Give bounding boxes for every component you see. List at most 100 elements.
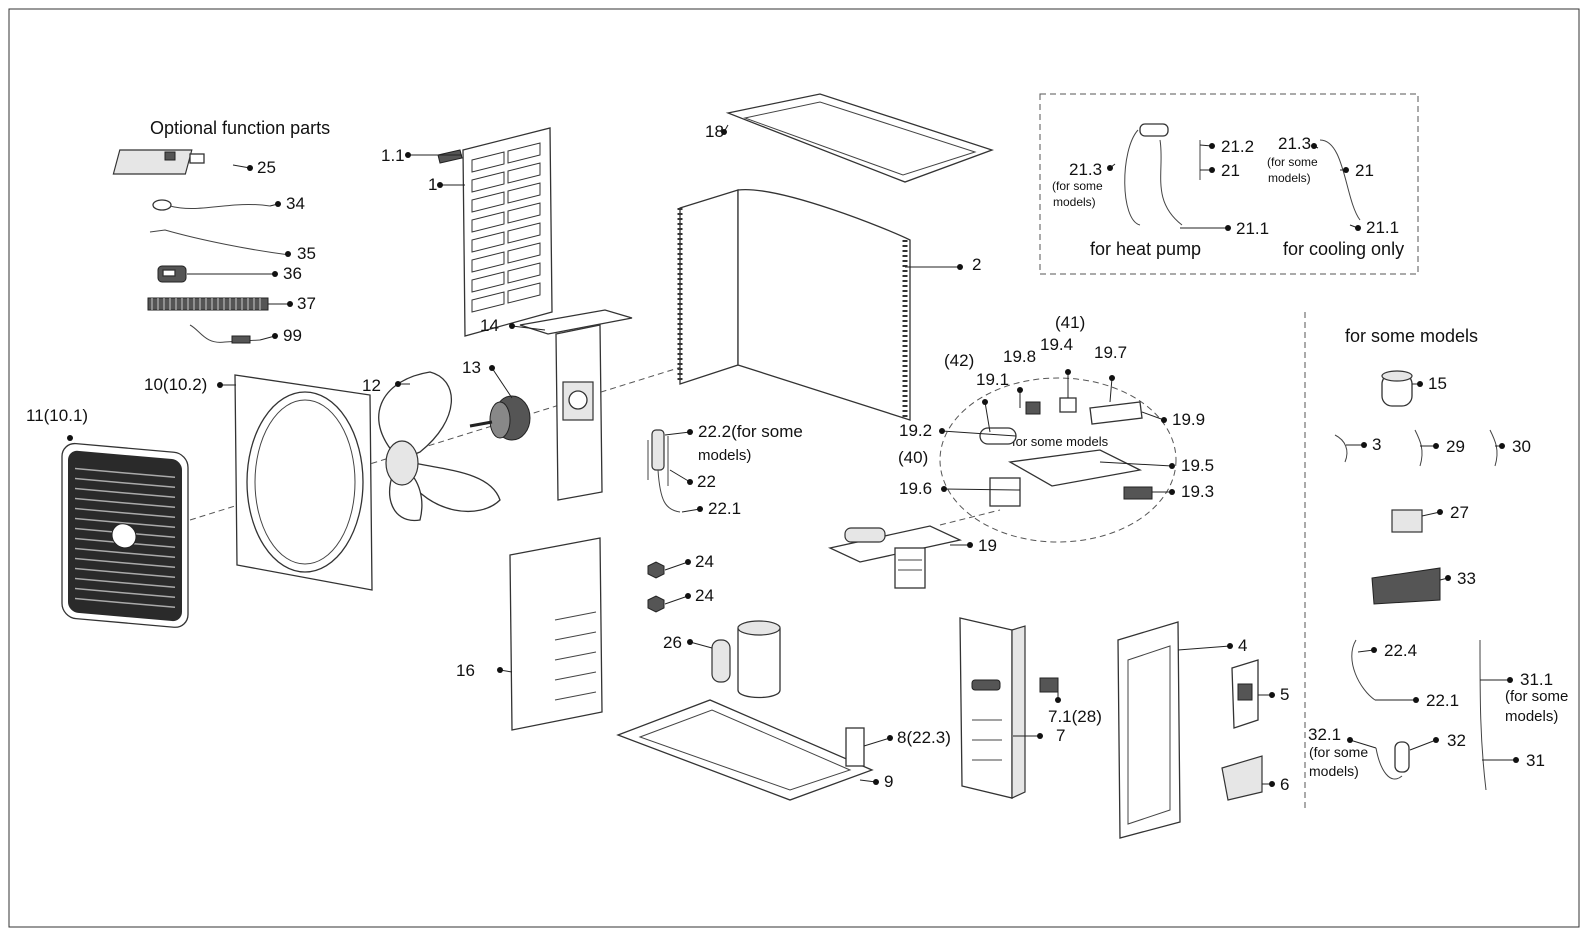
label-hp-21-1: 21.1	[1236, 219, 1269, 238]
heater-wire-part	[149, 229, 291, 256]
label-22-4: 22.4	[1384, 641, 1417, 660]
leader-dot	[1433, 443, 1439, 449]
leader-dot	[272, 271, 278, 277]
optional-parts-heading: Optional function parts	[150, 118, 330, 138]
label-31-1-a: (for some	[1505, 688, 1568, 705]
leader-dot	[687, 639, 693, 645]
leader-dot	[437, 182, 443, 188]
label-11: 11(10.1)	[26, 406, 88, 425]
label-29: 29	[1446, 437, 1465, 456]
label-32-1-b: models)	[1309, 763, 1359, 779]
leader-dot	[1017, 387, 1023, 393]
label-19-2: 19.2	[899, 421, 932, 440]
leader-dot	[1417, 381, 1423, 387]
label-22: 22	[697, 472, 716, 491]
motor-icon	[469, 395, 531, 441]
label-19-7: 19.7	[1094, 343, 1127, 362]
label-1-1: 1.1	[381, 146, 405, 165]
label-4: 4	[1238, 636, 1247, 655]
cooling-only-heading: for cooling only	[1283, 239, 1404, 259]
leader-line	[1109, 377, 1113, 403]
leader-dot	[721, 129, 727, 135]
leader-line	[491, 367, 513, 399]
motor-support-part	[519, 309, 633, 501]
label-co-21-3: 21.3	[1278, 134, 1311, 153]
label-31-1-b: models)	[1505, 708, 1558, 725]
label-18: 18	[705, 122, 724, 141]
label-hp-21-2: 21.2	[1221, 137, 1254, 156]
leader-line	[664, 431, 691, 436]
label-hp-21: 21	[1221, 161, 1240, 180]
leader-dot	[887, 735, 893, 741]
label-19-4: 19.4	[1040, 335, 1073, 354]
heat-pump-heading: for heat pump	[1090, 239, 1201, 259]
label-99: 99	[283, 326, 302, 345]
leader-dot	[967, 542, 973, 548]
leader-dot	[957, 264, 963, 270]
label-19-9: 19.9	[1172, 410, 1205, 429]
leader-dot	[272, 333, 278, 339]
leader-dot	[1225, 225, 1231, 231]
leader-dot	[1413, 697, 1419, 703]
leader-dot	[1161, 417, 1167, 423]
leader-line	[1099, 461, 1173, 467]
pipe-parts	[1334, 429, 1498, 467]
leader-line	[1177, 645, 1231, 651]
label-7-1: 7.1(28)	[1048, 707, 1102, 726]
optional-valve-parts	[1351, 639, 1487, 791]
some-models-heading: for some models	[1345, 326, 1478, 346]
label-25: 25	[257, 158, 276, 177]
leader-dot	[497, 667, 503, 673]
leader-dot	[685, 559, 691, 565]
control-some-models-label: for some models	[1012, 434, 1109, 449]
label-5: 5	[1280, 685, 1289, 704]
front-right-panel-part	[959, 617, 1026, 799]
leader-dot	[1209, 143, 1215, 149]
label-41: (41)	[1055, 313, 1085, 332]
leader-dot	[1433, 737, 1439, 743]
fan-grille-icon	[61, 442, 189, 628]
label-12: 12	[362, 376, 381, 395]
leader-line	[689, 641, 713, 649]
leader-lines	[67, 124, 1519, 787]
leader-dot	[1355, 225, 1361, 231]
leader-dot	[685, 593, 691, 599]
label-co-21: 21	[1355, 161, 1374, 180]
leader-dot	[1037, 733, 1043, 739]
cover-plate-part	[1039, 677, 1059, 693]
leader-dot	[489, 365, 495, 371]
fan-blade-icon	[378, 371, 501, 522]
label-co-21-3-b: models)	[1268, 171, 1311, 185]
label-33: 33	[1457, 569, 1476, 588]
leader-dot	[1227, 643, 1233, 649]
base-pan-part	[616, 699, 874, 801]
leader-dot	[1437, 509, 1443, 515]
leader-dot	[873, 779, 879, 785]
leader-dot	[275, 201, 281, 207]
cooling-only-valve-part	[1319, 139, 1361, 221]
leader-dot	[1311, 143, 1317, 149]
label-co-21-1: 21.1	[1366, 218, 1399, 237]
label-13: 13	[462, 358, 481, 377]
leader-line	[1409, 739, 1437, 751]
relay-parts	[989, 397, 1153, 507]
label-22-2: 22.2(for some	[698, 422, 803, 441]
label-40: (40)	[898, 448, 928, 467]
leader-dot	[1107, 165, 1113, 171]
leader-line	[984, 401, 991, 433]
heater-band-part	[147, 297, 269, 311]
label-19-6: 19.6	[899, 479, 932, 498]
label-42: (42)	[944, 351, 974, 370]
leader-dot	[217, 382, 223, 388]
label-3: 3	[1372, 435, 1381, 454]
label-co-21-3-a: (for some	[1267, 155, 1318, 169]
label-19-1: 19.1	[976, 370, 1009, 389]
label-27: 27	[1450, 503, 1469, 522]
label-15: 15	[1428, 374, 1447, 393]
label-36: 36	[283, 264, 302, 283]
label-32-1-a: (for some	[1309, 744, 1368, 760]
label-26: 26	[663, 633, 682, 652]
leader-dot	[67, 435, 73, 441]
label-hp-21-3-b: models)	[1053, 195, 1096, 209]
label-hp-21-3: 21.3	[1069, 160, 1102, 179]
